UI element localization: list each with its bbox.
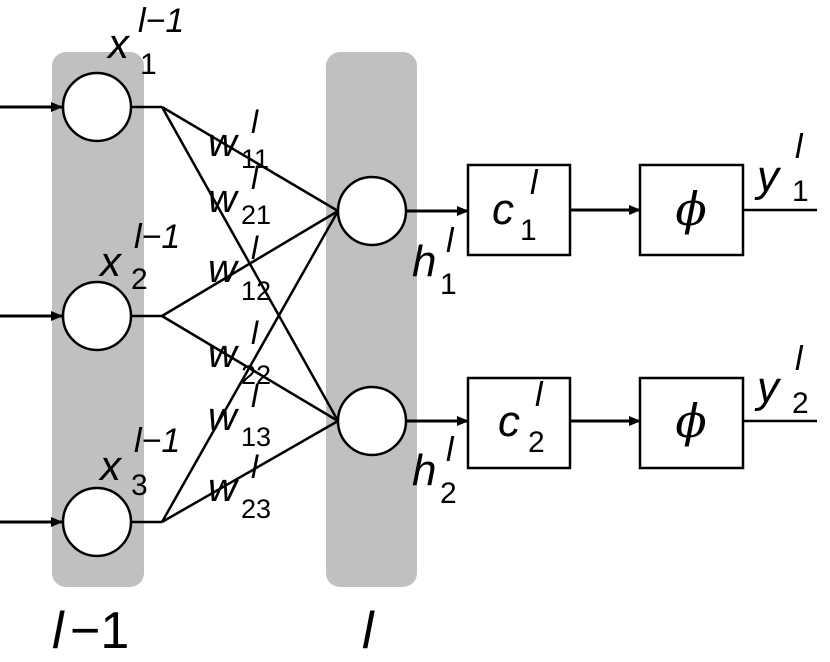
svg-text:l: l <box>251 378 259 414</box>
svg-text:3: 3 <box>131 469 148 502</box>
cell-box-1 <box>466 163 572 257</box>
input-label-2: x 2 l−1 <box>98 218 180 296</box>
input-node-1 <box>61 71 133 143</box>
svg-text:w: w <box>208 177 240 221</box>
hidden-label-2: h 2 l <box>412 431 457 510</box>
svg-text:l: l <box>251 315 259 351</box>
weight-label-22: w 22 l <box>208 315 271 390</box>
svg-text:2: 2 <box>440 477 457 510</box>
svg-text:l: l <box>251 230 259 266</box>
svg-text:w: w <box>208 247 240 291</box>
hidden-node-2 <box>336 385 408 457</box>
svg-text:x: x <box>106 20 131 67</box>
weight-label-13: w 13 l <box>208 378 271 452</box>
svg-text:12: 12 <box>241 276 271 306</box>
activation-symbol-1: ϕ <box>675 182 706 236</box>
svg-text:w: w <box>208 332 240 376</box>
svg-text:l: l <box>446 222 455 260</box>
svg-text:2: 2 <box>528 426 545 459</box>
hidden-node-1 <box>336 175 408 247</box>
edge-3-1 <box>160 210 340 523</box>
svg-text:1: 1 <box>792 175 809 208</box>
svg-text:13: 13 <box>241 422 271 452</box>
svg-text:1: 1 <box>440 268 457 301</box>
weight-label-23: w 23 l <box>208 449 271 524</box>
svg-text:21: 21 <box>241 200 271 230</box>
svg-text:x: x <box>98 442 123 489</box>
svg-text:l: l <box>795 128 804 166</box>
svg-text:l: l <box>795 340 804 378</box>
cell-label-2: c 2 l <box>498 376 545 459</box>
svg-text:y: y <box>754 363 782 412</box>
svg-text:l−1: l−1 <box>134 218 180 256</box>
svg-text:l: l <box>251 160 259 196</box>
svg-text:w: w <box>208 121 240 165</box>
svg-text:w: w <box>208 466 240 510</box>
svg-text:l: l <box>446 431 455 469</box>
svg-text:l: l <box>251 449 259 485</box>
hidden-label-1: h 1 l <box>412 222 457 301</box>
svg-text:22: 22 <box>241 360 271 390</box>
cell-label-1: c 1 l <box>492 164 539 247</box>
svg-text:2: 2 <box>131 263 148 296</box>
svg-text:l: l <box>52 602 65 660</box>
edge-2-1 <box>161 209 339 318</box>
activation-box-2 <box>638 376 745 470</box>
svg-text:23: 23 <box>241 494 271 524</box>
svg-text:11: 11 <box>241 144 269 174</box>
svg-text:2: 2 <box>792 387 809 420</box>
cell-box-2 <box>466 376 572 470</box>
input-label-3: x 3 l−1 <box>98 422 180 502</box>
svg-text:−1: −1 <box>70 602 129 660</box>
svg-text:l: l <box>251 104 259 140</box>
svg-text:x: x <box>98 238 123 285</box>
layer-label-curr: l <box>362 602 375 660</box>
svg-text:h: h <box>412 237 436 286</box>
svg-text:l−1: l−1 <box>138 2 184 40</box>
svg-text:l: l <box>535 376 544 414</box>
output-label-2: y 2 l <box>754 340 809 420</box>
layer-band-curr <box>326 52 417 587</box>
edge-1-1 <box>161 105 339 213</box>
output-label-1: y 1 l <box>754 128 809 208</box>
input-node-3 <box>61 486 133 558</box>
svg-text:1: 1 <box>140 48 157 81</box>
svg-text:y: y <box>754 152 782 201</box>
svg-text:c: c <box>492 185 514 234</box>
weight-label-21: w 21 l <box>208 160 271 230</box>
input-node-2 <box>61 280 133 352</box>
svg-text:h: h <box>412 446 436 495</box>
svg-text:l: l <box>530 164 539 202</box>
svg-text:l−1: l−1 <box>134 422 180 460</box>
svg-text:c: c <box>498 397 520 446</box>
edge-3-2 <box>161 419 339 524</box>
activation-symbol-2: ϕ <box>675 394 706 448</box>
svg-text:w: w <box>208 395 240 439</box>
activation-box-1 <box>638 163 745 257</box>
svg-text:1: 1 <box>520 214 537 247</box>
weight-label-11: w 11 l <box>208 104 269 174</box>
weight-label-12: w 12 l <box>208 230 271 306</box>
layer-label-prev: l −1 <box>52 602 129 660</box>
input-label-1: x 1 l−1 <box>106 2 184 81</box>
